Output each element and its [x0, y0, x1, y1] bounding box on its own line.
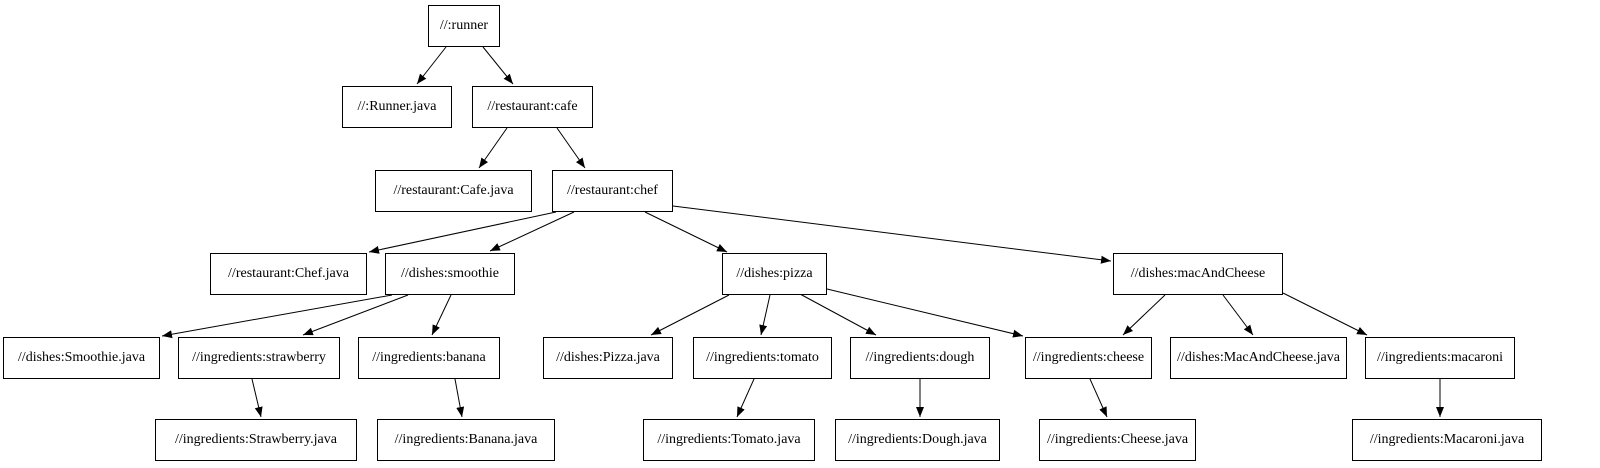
graph-node-dough_java: //ingredients:Dough.java: [835, 419, 1000, 461]
edge-smoothie-to-strawberry: [302, 294, 409, 336]
graph-node-banana_java: //ingredients:Banana.java: [377, 419, 555, 461]
edge-cheese-to-cheese_java: [1089, 378, 1108, 418]
graph-node-label-pizza: //dishes:pizza: [736, 266, 813, 281]
graph-node-label-tomato: //ingredients:tomato: [706, 350, 819, 365]
edge-strawberry-to-strawberry_java: [251, 378, 263, 418]
edge-pizza-to-tomato: [759, 294, 771, 336]
graph-node-label-smoothie_java: //dishes:Smoothie.java: [17, 350, 146, 365]
graph-node-tomato: //ingredients:tomato: [693, 337, 832, 379]
graph-node-strawberry: //ingredients:strawberry: [178, 337, 340, 379]
edge-pizza-to-dough: [799, 293, 877, 336]
graph-node-smoothie_java: //dishes:Smoothie.java: [3, 337, 160, 379]
edge-chef-to-pizza: [644, 211, 728, 253]
graph-node-label-mac_and_cheese: //dishes:macAndCheese: [1130, 266, 1266, 281]
graph-node-label-cheese: //ingredients:cheese: [1032, 350, 1145, 365]
graph-node-smoothie: //dishes:smoothie: [385, 253, 515, 295]
graph-node-tomato_java: //ingredients:Tomato.java: [643, 419, 815, 461]
graph-node-label-banana_java: //ingredients:Banana.java: [394, 432, 538, 447]
graph-node-label-pizza_java: //dishes:Pizza.java: [556, 350, 660, 365]
graph-node-runner: //:runner: [428, 5, 500, 47]
graph-node-label-strawberry: //ingredients:strawberry: [192, 350, 326, 365]
graph-node-label-tomato_java: //ingredients:Tomato.java: [657, 432, 801, 447]
graph-node-label-chef_java: //restaurant:Chef.java: [228, 266, 349, 281]
graph-node-cafe_java: //restaurant:Cafe.java: [375, 170, 532, 212]
edge-mac_and_cheese-to-cheese: [1122, 294, 1166, 336]
graph-node-label-macaroni: //ingredients:macaroni: [1377, 350, 1503, 365]
edge-tomato-to-tomato_java: [736, 378, 755, 418]
graph-node-banana: //ingredients:banana: [358, 337, 500, 379]
edge-runner-to-runner_java: [416, 46, 447, 85]
graph-node-label-mac_and_cheese_java: //dishes:MacAndCheese.java: [1177, 350, 1340, 365]
graph-node-label-cafe_java: //restaurant:Cafe.java: [393, 183, 514, 198]
edge-pizza-to-cheese: [826, 288, 1024, 338]
graph-node-mac_and_cheese_java: //dishes:MacAndCheese.java: [1170, 337, 1347, 379]
graph-node-chef_java: //restaurant:Chef.java: [210, 253, 367, 295]
graph-node-macaroni_java: //ingredients:Macaroni.java: [1352, 419, 1542, 461]
edge-runner-to-cafe: [482, 46, 514, 85]
graph-node-cheese_java: //ingredients:Cheese.java: [1039, 419, 1196, 461]
edge-smoothie-to-smoothie_java: [161, 294, 393, 339]
graph-node-label-runner_java: //:Runner.java: [357, 99, 437, 114]
graph-node-pizza_java: //dishes:Pizza.java: [543, 337, 673, 379]
edge-mac_and_cheese-to-mac_and_cheese_java: [1222, 294, 1254, 336]
graph-node-label-strawberry_java: //ingredients:Strawberry.java: [175, 432, 337, 447]
edge-smoothie-to-banana: [431, 294, 452, 336]
graph-node-label-dough_java: //ingredients:Dough.java: [848, 432, 987, 447]
graph-node-macaroni: //ingredients:macaroni: [1365, 337, 1515, 379]
edge-cafe-to-cafe_java: [478, 127, 508, 169]
graph-node-label-smoothie: //dishes:smoothie: [401, 266, 499, 281]
graph-node-cheese: //ingredients:cheese: [1025, 337, 1152, 379]
graph-node-chef: //restaurant:chef: [552, 170, 673, 212]
graph-node-runner_java: //:Runner.java: [342, 86, 452, 128]
edge-mac_and_cheese-to-macaroni: [1282, 292, 1368, 336]
graph-node-label-macaroni_java: //ingredients:Macaroni.java: [1369, 432, 1525, 447]
graph-node-label-banana: //ingredients:banana: [372, 350, 486, 365]
edge-chef-to-mac_and_cheese: [672, 205, 1112, 264]
edge-chef-to-smoothie: [489, 211, 575, 252]
graph-node-cafe: //restaurant:cafe: [472, 86, 593, 128]
graph-node-label-dough: //ingredients:dough: [865, 350, 975, 365]
graph-node-label-chef: //restaurant:chef: [567, 183, 658, 198]
edge-banana-to-banana_java: [454, 378, 465, 418]
graph-node-dough: //ingredients:dough: [850, 337, 990, 379]
graph-node-pizza: //dishes:pizza: [722, 253, 827, 295]
edge-chef-to-chef_java: [368, 211, 557, 254]
graph-node-label-runner: //:runner: [439, 18, 489, 33]
edge-pizza-to-pizza_java: [650, 294, 730, 336]
graph-node-label-cafe: //restaurant:cafe: [487, 99, 578, 114]
graph-node-label-cheese_java: //ingredients:Cheese.java: [1046, 432, 1189, 447]
edge-cafe-to-chef: [556, 127, 586, 169]
graph-node-mac_and_cheese: //dishes:macAndCheese: [1113, 253, 1283, 295]
graph-node-strawberry_java: //ingredients:Strawberry.java: [155, 419, 357, 461]
